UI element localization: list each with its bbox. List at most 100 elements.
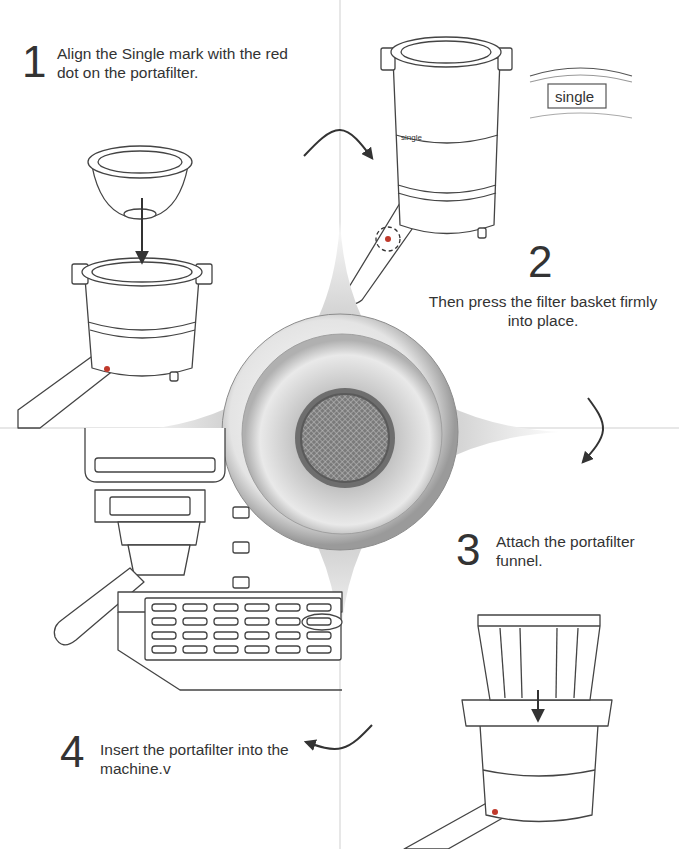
step3-funnel [537,690,539,720]
step3-funnel [500,628,505,698]
step1-basket [141,198,143,262]
step1-basket [88,146,192,262]
drip-tray-slot [183,604,207,611]
basket-mark-label: single [401,134,422,142]
step1-basket [88,146,192,178]
filter-basket-photo [295,388,395,488]
drip-tray-slot [214,604,238,611]
step-number: 4 [60,730,84,774]
drip-tray-slot [307,646,331,653]
drip-tray-slot [214,618,238,625]
single-mark-inset [530,68,632,118]
step3-funnel [574,628,578,698]
drip-tray-slot [183,646,207,653]
single-mark-inset [530,113,632,118]
filter-basket-photo [242,334,442,534]
drip-tray-slot [214,632,238,639]
step-instruction: Insert the portafilter into the machine.… [100,740,300,778]
step4-machine [233,577,249,588]
step4-machine [302,614,342,630]
step-instruction: Then press the filter basket firmly into… [420,292,666,330]
filter-basket-photo [301,394,389,482]
step2-portafilter [478,228,486,238]
drip-tray-slot [307,604,331,611]
step2-portafilter [398,193,496,201]
step3-funnel [478,625,600,626]
single-mark-inset [530,75,632,82]
step3-funnel [480,725,598,822]
step-arrow [304,130,372,158]
drip-tray-slot [245,604,269,611]
drip-tray-slot [152,646,176,653]
step2-portafilter [401,41,491,63]
step-number: 3 [456,528,480,572]
drip-tray-slot [152,632,176,639]
step2-portafilter [385,236,391,242]
drip-tray-slot [276,618,300,625]
step1-portafilter [88,322,196,330]
step1-portafilter [92,262,192,282]
drip-tray-slot [307,632,331,639]
step-instruction: Attach the portafilter funnel. [496,532,656,570]
step-number: 2 [528,240,552,284]
step2-portafilter [398,185,496,193]
drip-tray-slot [307,618,331,625]
step2-portafilter [396,135,498,143]
drip-tray-slot [183,632,207,639]
step2-portafilter [391,37,501,67]
step2-portafilter [393,58,500,234]
step2-portafilter [376,227,400,251]
filter-basket-photo [222,314,458,550]
step-arrow [583,398,603,462]
drip-tray-slot [152,604,176,611]
step4-machine [54,428,342,690]
drip-tray-slot [276,646,300,653]
step-panel: 2Then press the filter basket firmly int… [340,0,679,428]
drip-tray-slot [245,632,269,639]
step1-portafilter [85,278,199,376]
filter-basket-photo [301,394,389,482]
step-number: 1 [22,40,46,84]
drip-tray-slot [214,646,238,653]
step-panel: 1 Align the Single mark with the red dot … [0,0,340,428]
step-panel: 3 Attach the portafilter funnel. [340,428,679,849]
step1-portafilter [90,330,195,338]
basket-mark-label: single [555,89,594,104]
step-instruction: Align the Single mark with the red dot o… [57,44,307,82]
step4-machine [233,507,249,518]
step3-funnel [478,615,600,700]
step4-machine [233,542,249,553]
step1-basket [124,209,156,219]
step1-portafilter [104,366,110,372]
step3-funnel [404,615,612,849]
drip-tray-slot [245,646,269,653]
step-panel: 4 Insert the portafilter into the machine… [0,428,340,849]
step3-funnel [556,628,557,698]
drip-tray-slot [276,604,300,611]
step1-portafilter [170,372,178,381]
drip-tray-slot [183,618,207,625]
drip-tray-slot [245,618,269,625]
step2-portafilter [343,37,512,304]
step3-funnel [483,770,595,776]
step4-machine [110,497,190,515]
step4-machine [118,522,200,545]
step4-machine [95,458,215,472]
step3-funnel [492,809,498,815]
step4-machine [128,545,190,575]
step4-machine [85,428,225,482]
step1-basket [98,151,182,173]
filter-basket-photo [222,314,458,550]
step-arrow [306,725,372,749]
drip-tray-slot [152,618,176,625]
step4-machine [145,598,341,660]
step3-funnel [520,628,522,698]
step4-machine [95,490,205,522]
single-mark-inset [548,84,606,108]
step1-portafilter [18,258,212,428]
step1-portafilter [82,258,202,286]
